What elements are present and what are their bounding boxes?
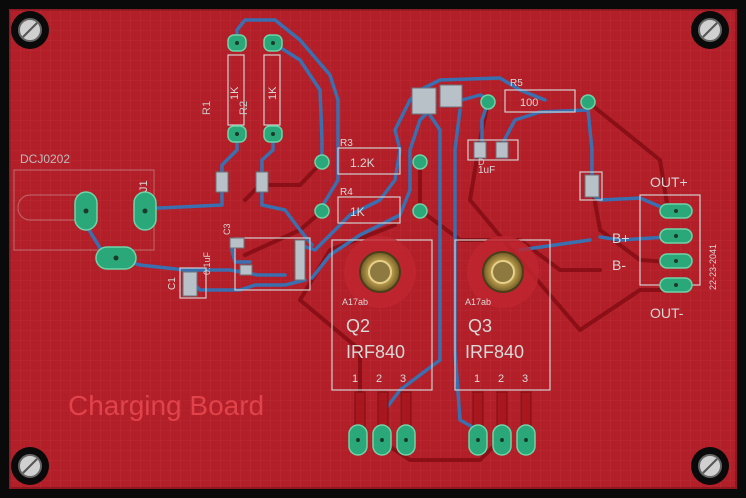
pad-holes xyxy=(83,41,678,442)
label-b-plus: B+ xyxy=(612,230,630,246)
heatsink-q3[interactable] xyxy=(467,236,539,308)
label-r1-ref: R1 xyxy=(201,101,213,115)
mounting-hole-top-left[interactable] xyxy=(11,11,49,49)
label-r2-value: 1K xyxy=(267,86,279,100)
label-r4-ref: R4 xyxy=(340,187,353,198)
label-r3-value: 1.2K xyxy=(350,156,375,170)
label-out-plus: OUT+ xyxy=(650,174,688,190)
label-q3-pin2: 2 xyxy=(498,373,504,385)
label-q2-pin3: 3 xyxy=(400,373,406,385)
mounting-hole-bottom-right[interactable] xyxy=(691,447,729,485)
label-out-minus: OUT- xyxy=(650,305,684,321)
pads[interactable] xyxy=(74,34,693,456)
label-r1-value: 1K xyxy=(229,86,241,100)
label-c3-value: 0.1uF xyxy=(202,251,212,275)
label-q3-value: IRF840 xyxy=(465,342,524,362)
mounting-hole-bottom-left[interactable] xyxy=(11,447,49,485)
label-r5-value: 100 xyxy=(520,97,538,109)
label-q2-pin1: 1 xyxy=(352,373,358,385)
label-c1-ref: C1 xyxy=(167,277,178,290)
label-b-minus: B- xyxy=(612,257,626,273)
label-j1-ref: J1 xyxy=(138,180,150,192)
label-d-ref: D xyxy=(478,157,485,167)
label-r3-ref: R3 xyxy=(340,138,353,149)
pad-r4-1 xyxy=(314,203,330,219)
label-q2-pin2: 2 xyxy=(376,373,382,385)
smd-pads[interactable] xyxy=(182,84,600,297)
mounting-hole-top-right[interactable] xyxy=(691,11,729,49)
board-title: Charging Board xyxy=(68,390,264,421)
label-c3-ref: C3 xyxy=(222,223,232,235)
label-r5-ref: R5 xyxy=(510,78,523,89)
label-q3-pin3: 3 xyxy=(522,373,528,385)
label-r2-ref: R2 xyxy=(238,101,250,115)
label-r4-value: 1K xyxy=(350,205,365,219)
pad-r5-2 xyxy=(580,94,596,110)
label-q2-package: A17ab xyxy=(342,297,368,307)
label-d-value: 1uF xyxy=(478,165,495,176)
pad-r3-2 xyxy=(412,154,428,170)
silkscreen-labels: R1 1K R2 1K R3 1.2K R4 1K R5 100 1uF D C… xyxy=(20,78,718,385)
heatsink-q2[interactable] xyxy=(344,236,416,308)
label-j1-value: DCJ0202 xyxy=(20,152,70,166)
label-q3-package: A17ab xyxy=(465,297,491,307)
pad-r4-2 xyxy=(412,203,428,219)
label-q2-ref: Q2 xyxy=(346,316,370,336)
label-q3-ref: Q3 xyxy=(468,316,492,336)
label-q3-pin1: 1 xyxy=(474,373,480,385)
pad-r5-1 xyxy=(480,94,496,110)
label-connector-value: 22-23-2041 xyxy=(708,244,718,290)
pad-r3-1 xyxy=(314,154,330,170)
label-q2-value: IRF840 xyxy=(346,342,405,362)
silkscreen-outlines xyxy=(13,54,701,391)
